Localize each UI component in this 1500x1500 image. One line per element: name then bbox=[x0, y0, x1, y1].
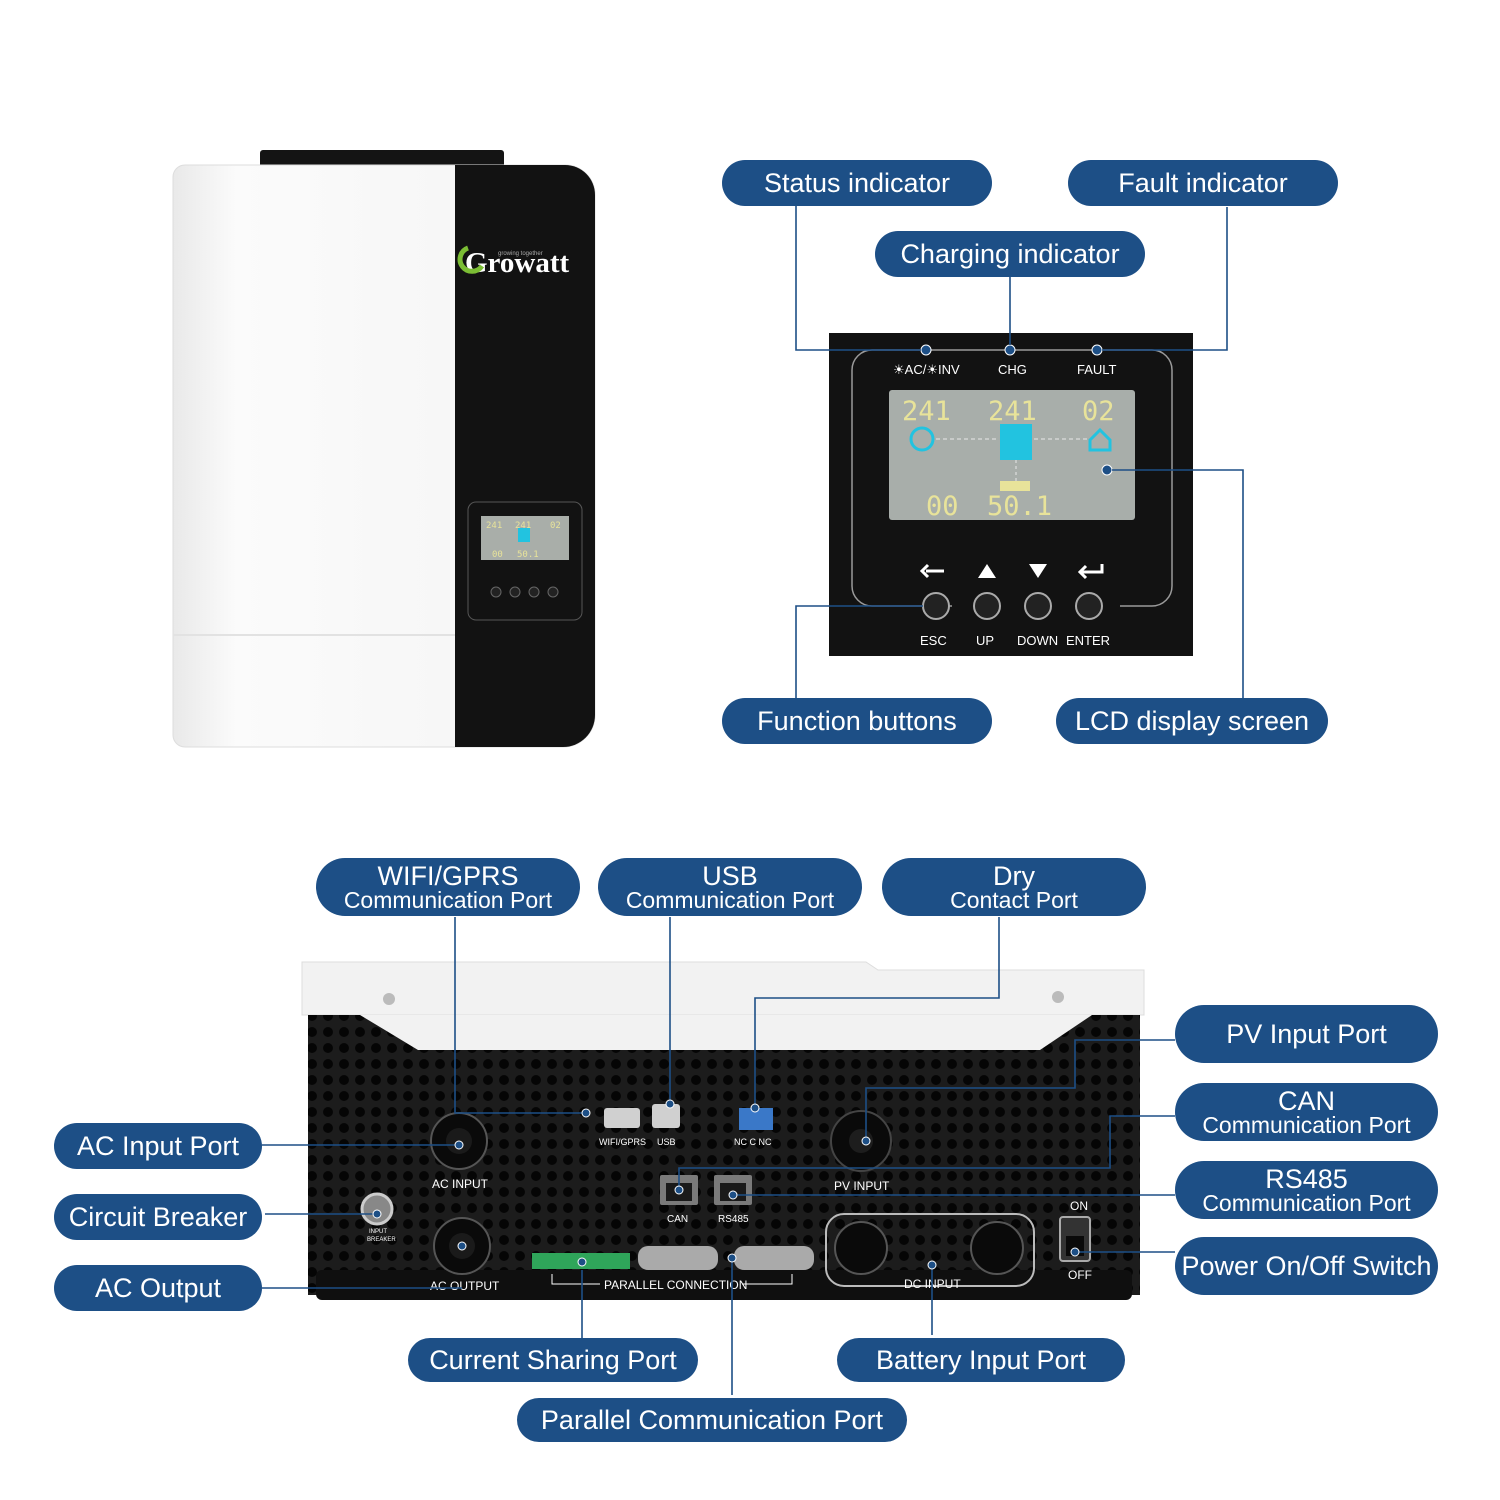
svg-text:ENTER: ENTER bbox=[1066, 633, 1110, 648]
status-indicator-label: ☀AC/☀INV bbox=[893, 362, 960, 377]
charging-indicator-label: CHG bbox=[998, 362, 1027, 377]
bottom-leader-lines bbox=[262, 917, 1175, 1395]
enter-arrow-icon bbox=[1077, 564, 1104, 580]
svg-text:241: 241 bbox=[515, 521, 531, 531]
callout-fault-indicator: Fault indicator bbox=[1068, 160, 1338, 206]
callout-power-switch: Power On/Off Switch bbox=[1175, 1237, 1438, 1295]
callout-circuit-breaker: Circuit Breaker bbox=[54, 1194, 262, 1240]
brand-logo: Growatt bbox=[465, 247, 570, 279]
lcd-top-right: 02 bbox=[1082, 396, 1115, 427]
callout-status-indicator: Status indicator bbox=[722, 160, 992, 206]
svg-text:USB: USB bbox=[657, 1137, 676, 1147]
input-breaker bbox=[360, 1192, 394, 1226]
svg-text:INPUT: INPUT bbox=[369, 1229, 387, 1235]
svg-text:PV INPUT: PV INPUT bbox=[834, 1179, 890, 1193]
svg-text:50.1: 50.1 bbox=[517, 550, 539, 560]
inverter-rear: AC INPUT INPUT BREAKER AC OUTPUT WIFI/GP… bbox=[301, 961, 1145, 1300]
control-panel-zoom: ☀AC/☀INV CHG FAULT 241 241 02 00 50.1 ES… bbox=[829, 333, 1193, 656]
inverter-front: Growatt growing together 241 241 02 00 5… bbox=[172, 150, 596, 748]
enter-button bbox=[1075, 592, 1103, 620]
fault-indicator-label: FAULT bbox=[1077, 362, 1117, 377]
esc-arrow-icon bbox=[919, 563, 944, 579]
svg-text:UP: UP bbox=[976, 633, 994, 648]
up-button bbox=[973, 592, 1001, 620]
battery-positive bbox=[834, 1221, 888, 1275]
lcd-inverter-icon bbox=[1000, 424, 1032, 460]
callout-ac-input: AC Input Port bbox=[54, 1123, 262, 1169]
callout-current-sharing: Current Sharing Port bbox=[408, 1338, 698, 1382]
lcd-grid-icon bbox=[909, 426, 935, 452]
top-leader-lines bbox=[795, 205, 1244, 698]
usb-port bbox=[652, 1104, 680, 1128]
dry-contact-port bbox=[739, 1108, 773, 1130]
callout-function-buttons: Function buttons bbox=[722, 698, 992, 744]
lcd-top-left: 241 bbox=[902, 396, 951, 427]
down-arrow-icon bbox=[1029, 564, 1047, 578]
callout-pv-input: PV Input Port bbox=[1175, 1005, 1438, 1063]
brand-tagline: growing together bbox=[498, 251, 543, 257]
svg-text:OFF: OFF bbox=[1068, 1268, 1092, 1282]
svg-text:00: 00 bbox=[492, 550, 503, 560]
svg-text:RS485: RS485 bbox=[718, 1214, 749, 1225]
parallel-db9-2 bbox=[734, 1246, 814, 1270]
callout-parallel-comm: Parallel Communication Port bbox=[517, 1398, 907, 1442]
front-black-panel bbox=[455, 165, 595, 747]
svg-text:AC INPUT: AC INPUT bbox=[432, 1177, 489, 1191]
lcd-top-mid: 241 bbox=[988, 396, 1037, 427]
callout-lcd-display: LCD display screen bbox=[1056, 698, 1328, 744]
esc-button bbox=[922, 592, 950, 620]
svg-text:BREAKER: BREAKER bbox=[367, 1237, 396, 1243]
svg-text:WIFI/GPRS: WIFI/GPRS bbox=[599, 1137, 646, 1147]
wifi-port bbox=[604, 1108, 640, 1128]
mini-panel bbox=[467, 501, 583, 621]
callout-charging-indicator: Charging indicator bbox=[875, 231, 1145, 277]
callout-ac-output: AC Output bbox=[54, 1265, 262, 1311]
svg-text:NC C NC: NC C NC bbox=[734, 1137, 772, 1147]
svg-text:ON: ON bbox=[1070, 1199, 1088, 1213]
svg-text:241: 241 bbox=[486, 521, 502, 531]
callout-battery-input: Battery Input Port bbox=[837, 1338, 1125, 1382]
svg-text:DOWN: DOWN bbox=[1017, 633, 1058, 648]
svg-text:PARALLEL CONNECTION: PARALLEL CONNECTION bbox=[604, 1278, 747, 1292]
lcd-bottom-mid: 50.1 bbox=[987, 491, 1052, 522]
lcd-home-icon bbox=[1088, 427, 1112, 452]
up-arrow-icon bbox=[978, 564, 996, 578]
svg-text:CAN: CAN bbox=[667, 1214, 688, 1225]
svg-text:AC OUTPUT: AC OUTPUT bbox=[430, 1279, 500, 1293]
battery-negative bbox=[970, 1221, 1024, 1275]
svg-text:02: 02 bbox=[550, 521, 561, 531]
down-button bbox=[1024, 592, 1052, 620]
parallel-db9-1 bbox=[638, 1246, 718, 1270]
lcd-bottom-left: 00 bbox=[926, 491, 959, 522]
dc-input-bay bbox=[825, 1213, 1035, 1287]
svg-text:ESC: ESC bbox=[920, 633, 947, 648]
